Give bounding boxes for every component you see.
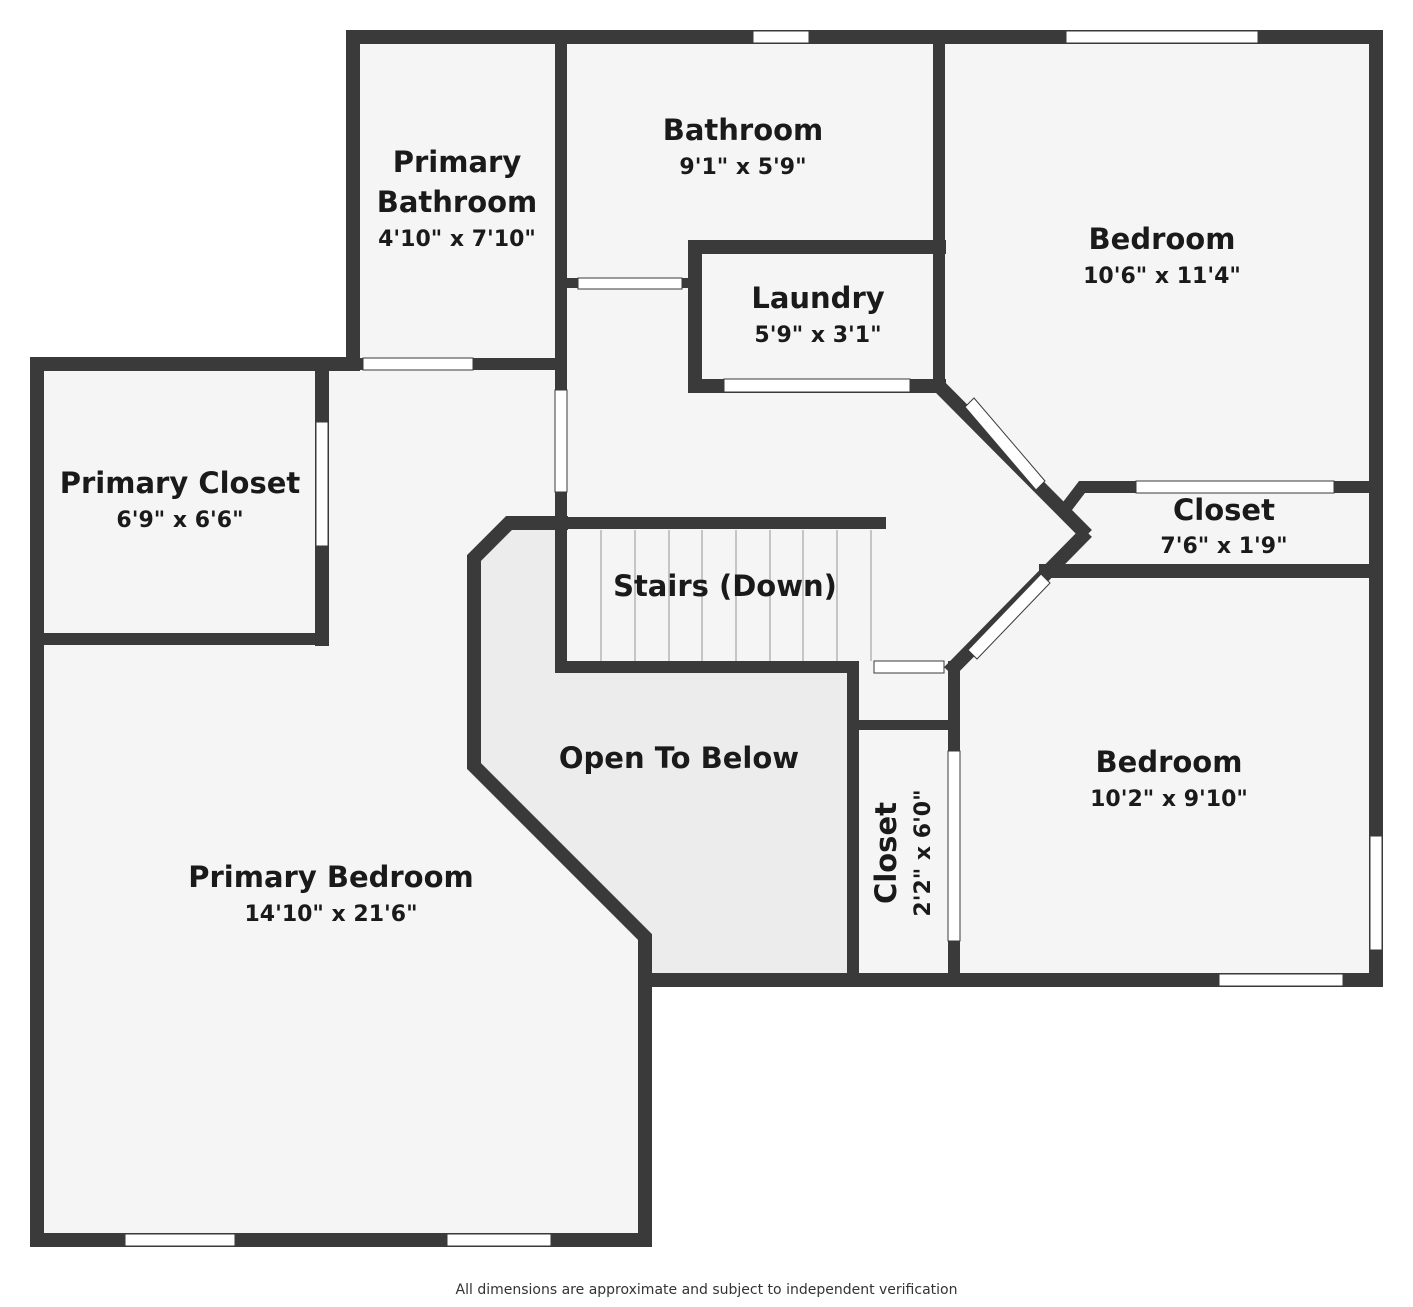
doorway-bath xyxy=(577,277,683,290)
window-bedroom-bottom xyxy=(1218,973,1344,987)
primary-bathroom-name-2: Bathroom xyxy=(377,185,538,219)
open-to-below-name: Open To Below xyxy=(559,741,799,775)
doorway-hall-left xyxy=(554,389,568,493)
bedroom-bottom-name: Bedroom xyxy=(1096,745,1243,779)
closet-right-dims: 7'6" x 1'9" xyxy=(1160,534,1287,559)
window-bedroom-right xyxy=(1369,835,1383,951)
walls xyxy=(30,30,1383,1247)
stairs-name: Stairs (Down) xyxy=(613,569,837,603)
doorway-bedroom-top-angle xyxy=(964,397,1046,491)
bathroom-name: Bathroom xyxy=(663,113,824,147)
openings xyxy=(124,30,1383,1247)
bathroom-dims: 9'1" x 5'9" xyxy=(679,155,806,180)
wall-stairs-bottom xyxy=(555,517,859,673)
closet-small-dims: 2'2" x 6'0" xyxy=(911,789,936,916)
laundry-dims: 5'9" x 3'1" xyxy=(754,323,881,348)
bedroom-top-name: Bedroom xyxy=(1089,222,1236,256)
stair-treads xyxy=(600,530,872,661)
primary-closet-name: Primary Closet xyxy=(60,466,301,500)
bedroom-top-dims: 10'6" x 11'4" xyxy=(1083,264,1241,289)
floor-open-to-below xyxy=(474,523,853,980)
doorway-laundry xyxy=(723,378,911,393)
wall-open-to-below xyxy=(467,516,652,987)
room-labels: Primary Bathroom 4'10" x 7'10" Bathroom … xyxy=(60,113,1288,927)
primary-closet-dims: 6'9" x 6'6" xyxy=(116,508,243,533)
primary-bedroom-name: Primary Bedroom xyxy=(188,860,473,894)
laundry-name: Laundry xyxy=(751,281,884,315)
floor-upper-block xyxy=(37,37,1376,1240)
doorway-bedroom-bottom-angle xyxy=(967,573,1051,660)
closet-small-name: Closet xyxy=(869,802,903,904)
doorway-closet-right xyxy=(1135,480,1335,494)
closet-right-name: Closet xyxy=(1173,493,1275,527)
doorway-primary-closet xyxy=(315,421,329,547)
primary-bathroom-dims: 4'10" x 7'10" xyxy=(378,227,536,252)
disclaimer-footer: All dimensions are approximate and subje… xyxy=(455,1282,958,1298)
primary-bathroom-name-1: Primary xyxy=(393,145,522,179)
doorway-bedroom-bottom xyxy=(947,750,961,942)
primary-bedroom-dims: 14'10" x 21'6" xyxy=(244,902,417,927)
window-primary-right xyxy=(446,1233,552,1247)
window-top-bedroom xyxy=(1065,30,1259,44)
doorway-closet-small xyxy=(873,660,945,674)
window-top-bath xyxy=(752,30,810,44)
doorway-primary-bath xyxy=(362,357,474,371)
window-primary-left xyxy=(124,1233,236,1247)
bedroom-bottom-dims: 10'2" x 9'10" xyxy=(1090,787,1248,812)
floor-fills xyxy=(37,37,1376,1240)
